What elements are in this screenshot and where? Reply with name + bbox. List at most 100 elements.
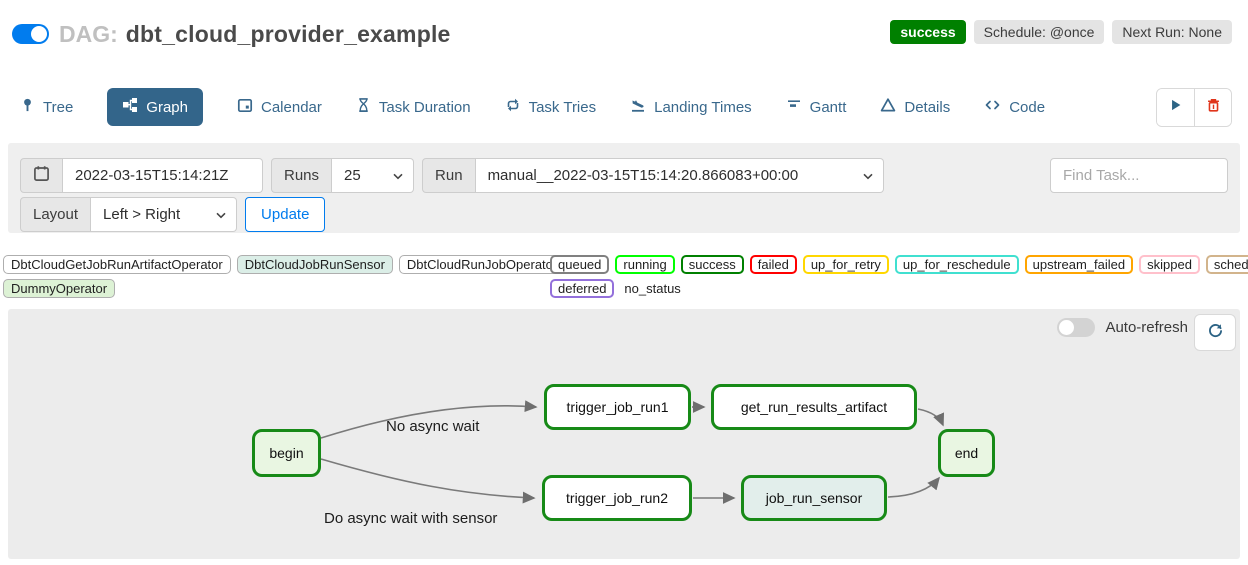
num-runs-value: 25: [344, 167, 361, 184]
execution-date-input[interactable]: [63, 158, 263, 193]
dag-prefix-label: DAG:: [59, 20, 118, 47]
dag-run-select[interactable]: manual__2022-03-15T15:14:20.866083+00:00: [475, 158, 884, 193]
operator-badge[interactable]: DbtCloudJobRunSensor: [236, 255, 393, 274]
auto-refresh-control: Auto-refresh: [1057, 318, 1188, 337]
trigger-dag-button[interactable]: [1157, 88, 1194, 126]
plane-landing-icon: [630, 97, 646, 117]
update-button[interactable]: Update: [245, 197, 326, 232]
task-node-trigger-job-run2[interactable]: trigger_job_run2: [542, 475, 692, 521]
status-legend: queued running success failed up_for_ret…: [550, 255, 1248, 298]
find-task-input[interactable]: [1050, 158, 1228, 193]
tab-tree[interactable]: Tree: [20, 97, 73, 117]
dag-name: dbt_cloud_provider_example: [125, 20, 451, 47]
tab-label: Gantt: [809, 98, 847, 116]
angle-brackets-icon: [984, 97, 1001, 117]
status-badge-success[interactable]: success: [680, 255, 744, 274]
tab-graph[interactable]: Graph: [107, 88, 203, 126]
view-tabs: Tree Graph Calendar Task Duration Task T…: [20, 87, 1232, 127]
operator-legend: DbtCloudGetJobRunArtifactOperator DbtClo…: [3, 255, 566, 298]
chevron-down-icon: [862, 167, 873, 184]
tab-landing-times[interactable]: Landing Times: [630, 97, 752, 117]
next-run-badge: Next Run: None: [1112, 20, 1232, 44]
dag-status-badge: success: [890, 20, 966, 44]
task-node-begin[interactable]: begin: [252, 429, 321, 477]
status-badge-scheduled[interactable]: scheduled: [1205, 255, 1248, 274]
num-runs-select[interactable]: 25: [332, 158, 415, 193]
repeat-icon: [505, 97, 521, 117]
status-badge-running[interactable]: running: [615, 255, 675, 274]
refresh-button[interactable]: [1194, 314, 1236, 351]
gantt-bars-icon: [786, 97, 802, 117]
tab-label: Graph: [146, 98, 188, 116]
task-node-trigger-job-run1[interactable]: trigger_job_run1: [544, 384, 691, 430]
sitemap-icon: [122, 97, 138, 117]
dag-graph-panel: Auto-refresh No async wait Do async wait…: [8, 309, 1240, 559]
tab-task-tries[interactable]: Task Tries: [505, 97, 597, 117]
edge-label-async-sensor: Do async wait with sensor: [324, 510, 498, 527]
status-badge-skipped[interactable]: skipped: [1139, 255, 1200, 274]
calendar-icon: [33, 165, 50, 186]
tab-task-duration[interactable]: Task Duration: [356, 97, 471, 117]
edge-begin-trigger1: [320, 400, 538, 439]
status-badge-queued[interactable]: queued: [550, 255, 610, 274]
tab-calendar[interactable]: Calendar: [237, 97, 322, 117]
calendar-icon: [237, 97, 253, 117]
task-node-get-run-results-artifact[interactable]: get_run_results_artifact: [711, 384, 917, 430]
operator-badge[interactable]: DbtCloudGetJobRunArtifactOperator: [3, 255, 231, 274]
tab-code[interactable]: Code: [984, 97, 1045, 117]
dag-pause-toggle[interactable]: [12, 24, 49, 44]
legend: DbtCloudGetJobRunArtifactOperator DbtClo…: [3, 255, 1248, 298]
dag-header: DAG: dbt_cloud_provider_example success …: [0, 0, 1248, 48]
runs-group: Runs 25: [271, 158, 415, 193]
dag-edges: [320, 400, 945, 504]
operator-badge[interactable]: DbtCloudRunJobOperator: [398, 255, 566, 274]
status-badge-upstream-failed[interactable]: upstream_failed: [1024, 255, 1134, 274]
operator-legend-line-2: DummyOperator: [3, 279, 550, 298]
tab-label: Details: [904, 98, 951, 116]
tab-label: Tree: [43, 98, 74, 116]
status-badge-up-for-reschedule[interactable]: up_for_reschedule: [894, 255, 1019, 274]
status-legend-line-2: deferred no_status: [550, 279, 1248, 298]
tab-label: Task Tries: [528, 98, 597, 116]
operator-legend-line-1: DbtCloudGetJobRunArtifactOperator DbtClo…: [3, 255, 566, 274]
status-badge-failed[interactable]: failed: [749, 255, 797, 274]
header-badges: success Schedule: @once Next Run: None: [890, 20, 1232, 44]
task-node-job-run-sensor[interactable]: job_run_sensor: [741, 475, 887, 521]
schedule-badge: Schedule: @once: [973, 20, 1105, 44]
auto-refresh-toggle[interactable]: [1057, 318, 1096, 337]
date-picker-group: [20, 158, 263, 193]
tab-gantt[interactable]: Gantt: [786, 97, 847, 117]
auto-refresh-label: Auto-refresh: [1105, 319, 1188, 336]
layout-select[interactable]: Left > Right: [91, 197, 238, 232]
map-pin-icon: [20, 97, 35, 117]
runs-label: Runs: [271, 158, 333, 193]
layout-label: Layout: [20, 197, 92, 232]
tab-label: Task Duration: [378, 98, 471, 116]
hourglass-icon: [356, 97, 371, 117]
tab-label: Calendar: [261, 98, 322, 116]
tab-details[interactable]: Details: [880, 97, 950, 117]
task-node-end[interactable]: end: [938, 429, 995, 477]
refresh-icon: [1207, 322, 1224, 344]
trash-icon: [1206, 97, 1221, 118]
status-legend-line-1: queued running success failed up_for_ret…: [550, 255, 1248, 274]
operator-badge[interactable]: DummyOperator: [3, 279, 116, 298]
filter-row-1: Runs 25 Run manual__2022-03-15T15:14:20.…: [20, 158, 1228, 193]
tab-label: Code: [1009, 98, 1046, 116]
edge-label-no-async: No async wait: [386, 418, 480, 435]
run-label: Run: [422, 158, 476, 193]
dag-run-value: manual__2022-03-15T15:14:20.866083+00:00: [487, 167, 799, 184]
status-badge-deferred[interactable]: deferred: [550, 279, 615, 298]
filter-panel: Runs 25 Run manual__2022-03-15T15:14:20.…: [8, 143, 1240, 233]
play-icon: [1169, 98, 1183, 117]
edge-begin-trigger2: [320, 458, 536, 504]
dag-action-buttons: [1156, 87, 1232, 127]
layout-group: Layout Left > Right: [20, 197, 238, 232]
delete-dag-button[interactable]: [1194, 88, 1231, 126]
filter-row-2: Layout Left > Right Update: [20, 197, 1228, 232]
date-picker-button[interactable]: [20, 158, 63, 193]
status-badge-up-for-retry[interactable]: up_for_retry: [802, 255, 889, 274]
edge-sensor-end: [887, 476, 941, 498]
chevron-down-icon: [393, 167, 403, 184]
layout-value: Left > Right: [103, 206, 181, 223]
